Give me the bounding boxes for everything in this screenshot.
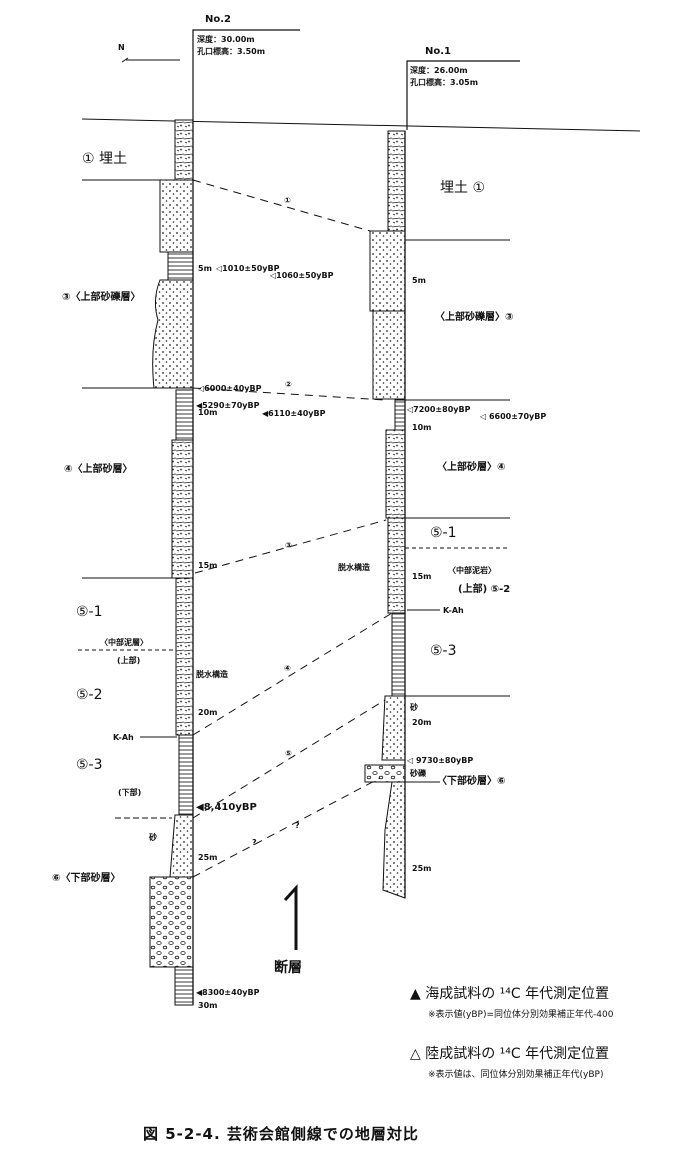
unit-label: 砂: [409, 702, 418, 712]
correlation-labels: ① ② ③ ④ ⑤ ? ?: [252, 196, 300, 847]
depth-tick-label: 5m: [412, 276, 426, 285]
unit-label: 〈中部泥層〉: [100, 637, 148, 647]
age-label: ◁7200±80yBP: [406, 405, 471, 414]
borehole-no2-header: No.2 深度：30.00m 孔口標高：3.50m: [192, 14, 300, 120]
no1-unit-labels: 埋土 ① 〈上部砂礫層〉③ 〈上部砂層〉④ ⑤-1 脱水構造 〈中部泥岩〉 (上…: [338, 180, 513, 787]
depth-tick-label: 20m: [198, 708, 217, 717]
age-label: ◁1060±50yBP: [269, 271, 334, 280]
unit-label: ③〈上部砂礫層〉: [62, 290, 140, 303]
unit-label: (下部): [118, 787, 141, 797]
correlation-label: ?: [295, 821, 300, 830]
borehole-depth: 深度：30.00m: [197, 34, 255, 44]
depth-tick-label: 5m: [198, 264, 212, 273]
age-label: ◀8300±40yBP: [196, 988, 260, 997]
unit-label: ⑤-3: [430, 643, 457, 659]
correlation-label: ?: [252, 838, 257, 847]
unit-label: 砂: [148, 832, 157, 842]
unit-label: ⑤-3: [76, 757, 103, 773]
tephra-label: K-Ah: [443, 606, 464, 615]
borehole-no1-header: No.1 深度：26.00m 孔口標高：3.05m: [406, 46, 520, 130]
age-label: ◀5290±70yBP: [196, 401, 260, 410]
borehole-name: No.2: [205, 14, 231, 25]
age-label: ◁ 6600±70yBP: [479, 412, 546, 421]
legend-marine-note: ※表示値(yBP)=同位体分別効果補正年代-400: [428, 1008, 614, 1020]
unit-label: 〈中部泥岩〉: [448, 565, 496, 575]
unit-label: 埋土 ①: [440, 180, 485, 196]
unit-label: 脱水構造: [338, 562, 370, 572]
unit-label: (上部): [117, 655, 140, 665]
unit-label: ⑥〈下部砂層〉: [52, 871, 120, 884]
correlation-label: ③: [285, 541, 292, 550]
depth-tick-label: 30m: [198, 1001, 217, 1010]
correlation-label: ④: [284, 664, 291, 673]
unit-label: 砂礫: [409, 768, 427, 778]
no2-age-labels: ◁1010±50yBP ◁1060±50yBP ◁6000±40yBP ◀529…: [196, 264, 334, 997]
north-label: N: [118, 43, 125, 52]
depth-tick-label: 15m: [412, 572, 431, 581]
no1-age-labels: ◁7200±80yBP ◁ 6600±70yBP ◁ 9730±80yBP: [406, 405, 546, 765]
age-label: ◁ 9730±80yBP: [406, 756, 473, 765]
unit-label: ⑤-2: [76, 687, 103, 703]
legend-marine-title: ▲ 海成試料の ¹⁴C 年代測定位置: [410, 986, 609, 1002]
borehole-name: No.1: [425, 46, 451, 57]
north-arrow: N: [118, 43, 180, 63]
depth-tick-label: 25m: [412, 864, 431, 873]
age-label: ◀6110±40yBP: [262, 409, 326, 418]
legend-terrestrial-note: ※表示値は、同位体分別効果補正年代(yBP): [428, 1068, 604, 1080]
borehole-depth: 深度：26.00m: [410, 65, 468, 75]
layer-boundaries: [78, 179, 510, 819]
depth-tick-label: 10m: [198, 408, 217, 417]
unit-label: ④〈上部砂層〉: [64, 462, 132, 475]
borehole-no2-depth-scale: 5m 10m 15m 20m 25m 30m: [198, 264, 217, 1010]
fault-marker: 断層: [274, 884, 302, 976]
depth-tick-label: 20m: [412, 718, 431, 727]
unit-label: ① 埋土: [82, 151, 127, 167]
depth-tick-label: 10m: [412, 423, 431, 432]
correlation-label: ②: [285, 380, 292, 389]
borehole-no1-depth-scale: 5m 10m 15m 20m 25m: [412, 276, 431, 873]
tephra-label: K-Ah: [113, 733, 134, 742]
depth-tick-label: 25m: [198, 853, 217, 862]
borehole-no2-column: [149, 119, 194, 1006]
legend-terrestrial-title: △ 陸成試料の ¹⁴C 年代測定位置: [410, 1046, 609, 1062]
borehole-elevation: 孔口標高：3.50m: [197, 46, 265, 56]
unit-label: 〈下部砂層〉⑥: [437, 774, 505, 787]
age-label: ◀8,410yBP: [196, 802, 257, 813]
unit-label: 〈上部砂層〉④: [437, 460, 505, 473]
unit-label: ⑤-1: [76, 604, 103, 620]
correlation-label: ⑤: [285, 749, 292, 758]
fault-label: 断層: [274, 959, 302, 976]
legend: ▲ 海成試料の ¹⁴C 年代測定位置 ※表示値(yBP)=同位体分別効果補正年代…: [410, 986, 614, 1080]
unit-label: (上部) ⑤-2: [458, 582, 510, 595]
unit-label: ⑤-1: [430, 525, 457, 541]
no2-unit-labels: ① 埋土 ③〈上部砂礫層〉 ④〈上部砂層〉 ⑤-1 〈中部泥層〉 (上部) ⑤-…: [52, 151, 228, 884]
correlation-lines: [192, 179, 393, 878]
unit-label: 脱水構造: [196, 669, 228, 679]
age-label: ◁6000±40yBP: [197, 384, 262, 393]
correlation-label: ①: [284, 196, 291, 205]
depth-tick-label: 15m: [198, 561, 217, 570]
age-label: ◁1010±50yBP: [215, 264, 280, 273]
borehole-no1-column: [364, 130, 406, 899]
unit-label: 〈上部砂礫層〉③: [435, 310, 513, 323]
figure-caption: 図 5-2-4. 芸術会館側線での地層対比: [143, 1125, 419, 1143]
borehole-elevation: 孔口標高：3.05m: [410, 77, 478, 87]
